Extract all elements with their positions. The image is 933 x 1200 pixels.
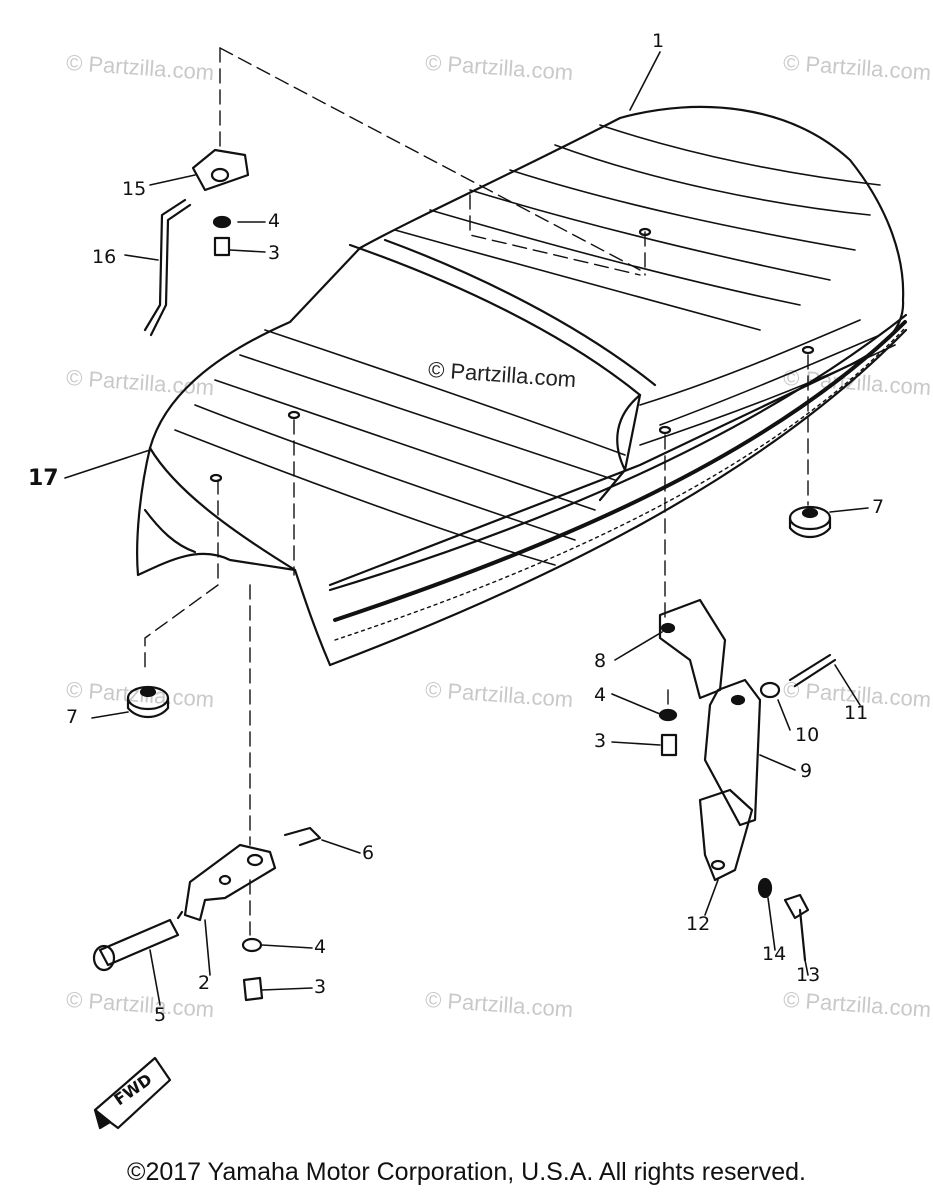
part-4-washer: [658, 708, 678, 722]
seat-rear-face: [148, 446, 297, 572]
part-2-bracket: [183, 843, 277, 922]
callout-17: 17: [28, 466, 59, 491]
callout-4: 4: [594, 684, 607, 706]
callout-15: 15: [122, 178, 147, 200]
part-12-hinge: [698, 788, 754, 882]
assembly-lines: [144, 47, 809, 936]
seat-strap-fold: [616, 393, 642, 472]
callout-6: 6: [362, 842, 375, 864]
callout-9: 9: [800, 760, 813, 782]
callout-14: 14: [762, 943, 787, 965]
part-4-washer: [241, 937, 263, 953]
seat-strap: [348, 243, 642, 502]
part-3-bolt: [660, 733, 678, 757]
part-13-bolt: [783, 893, 810, 920]
callout-7: 7: [872, 496, 885, 518]
callout-1: 1: [652, 30, 665, 52]
seat-pleats: [174, 124, 896, 566]
seat-cowl-inner: [143, 508, 197, 554]
callout-4: 4: [268, 210, 281, 232]
callout-4: 4: [314, 936, 327, 958]
callout-8: 8: [594, 650, 607, 672]
mount-hole: [287, 410, 301, 420]
callout-2: 2: [198, 972, 211, 994]
callout-3: 3: [594, 730, 607, 752]
part-16-rod: [143, 198, 187, 332]
callout-13: 13: [796, 964, 821, 986]
callout-3: 3: [268, 242, 281, 264]
part-5-bolt: [98, 918, 180, 967]
seat-lower-edge: [328, 328, 908, 667]
part-15-bracket: [191, 148, 250, 192]
part-10-nut: [759, 681, 781, 699]
seat-trim: [333, 320, 907, 622]
part-11-pin: [788, 653, 832, 682]
seat-side-band: [328, 313, 908, 592]
seat-rear-cowl: [136, 446, 332, 667]
callout-11: 11: [844, 702, 869, 724]
mount-hole: [209, 473, 223, 483]
callout-16: 16: [92, 246, 117, 268]
callout-12: 12: [686, 913, 711, 935]
part-6-clip: [283, 826, 322, 847]
copyright-footer: ©2017 Yamaha Motor Corporation, U.S.A. A…: [127, 1158, 806, 1186]
callout-7: 7: [66, 706, 79, 728]
seat-strap-edge: [383, 238, 657, 387]
mount-hole: [801, 345, 815, 355]
part-3-bolt: [242, 976, 264, 1002]
callout-3: 3: [314, 976, 327, 998]
mount-hole: [658, 425, 672, 435]
part-4-washer: [212, 215, 232, 229]
callout-10: 10: [795, 724, 820, 746]
callout-5: 5: [154, 1004, 167, 1026]
leader-lines: [64, 51, 869, 1006]
seat-top-outline: [148, 105, 905, 587]
part-14-washer: [757, 877, 773, 899]
part-3-bolt: [213, 236, 231, 257]
part-8-bracket: [658, 598, 727, 700]
